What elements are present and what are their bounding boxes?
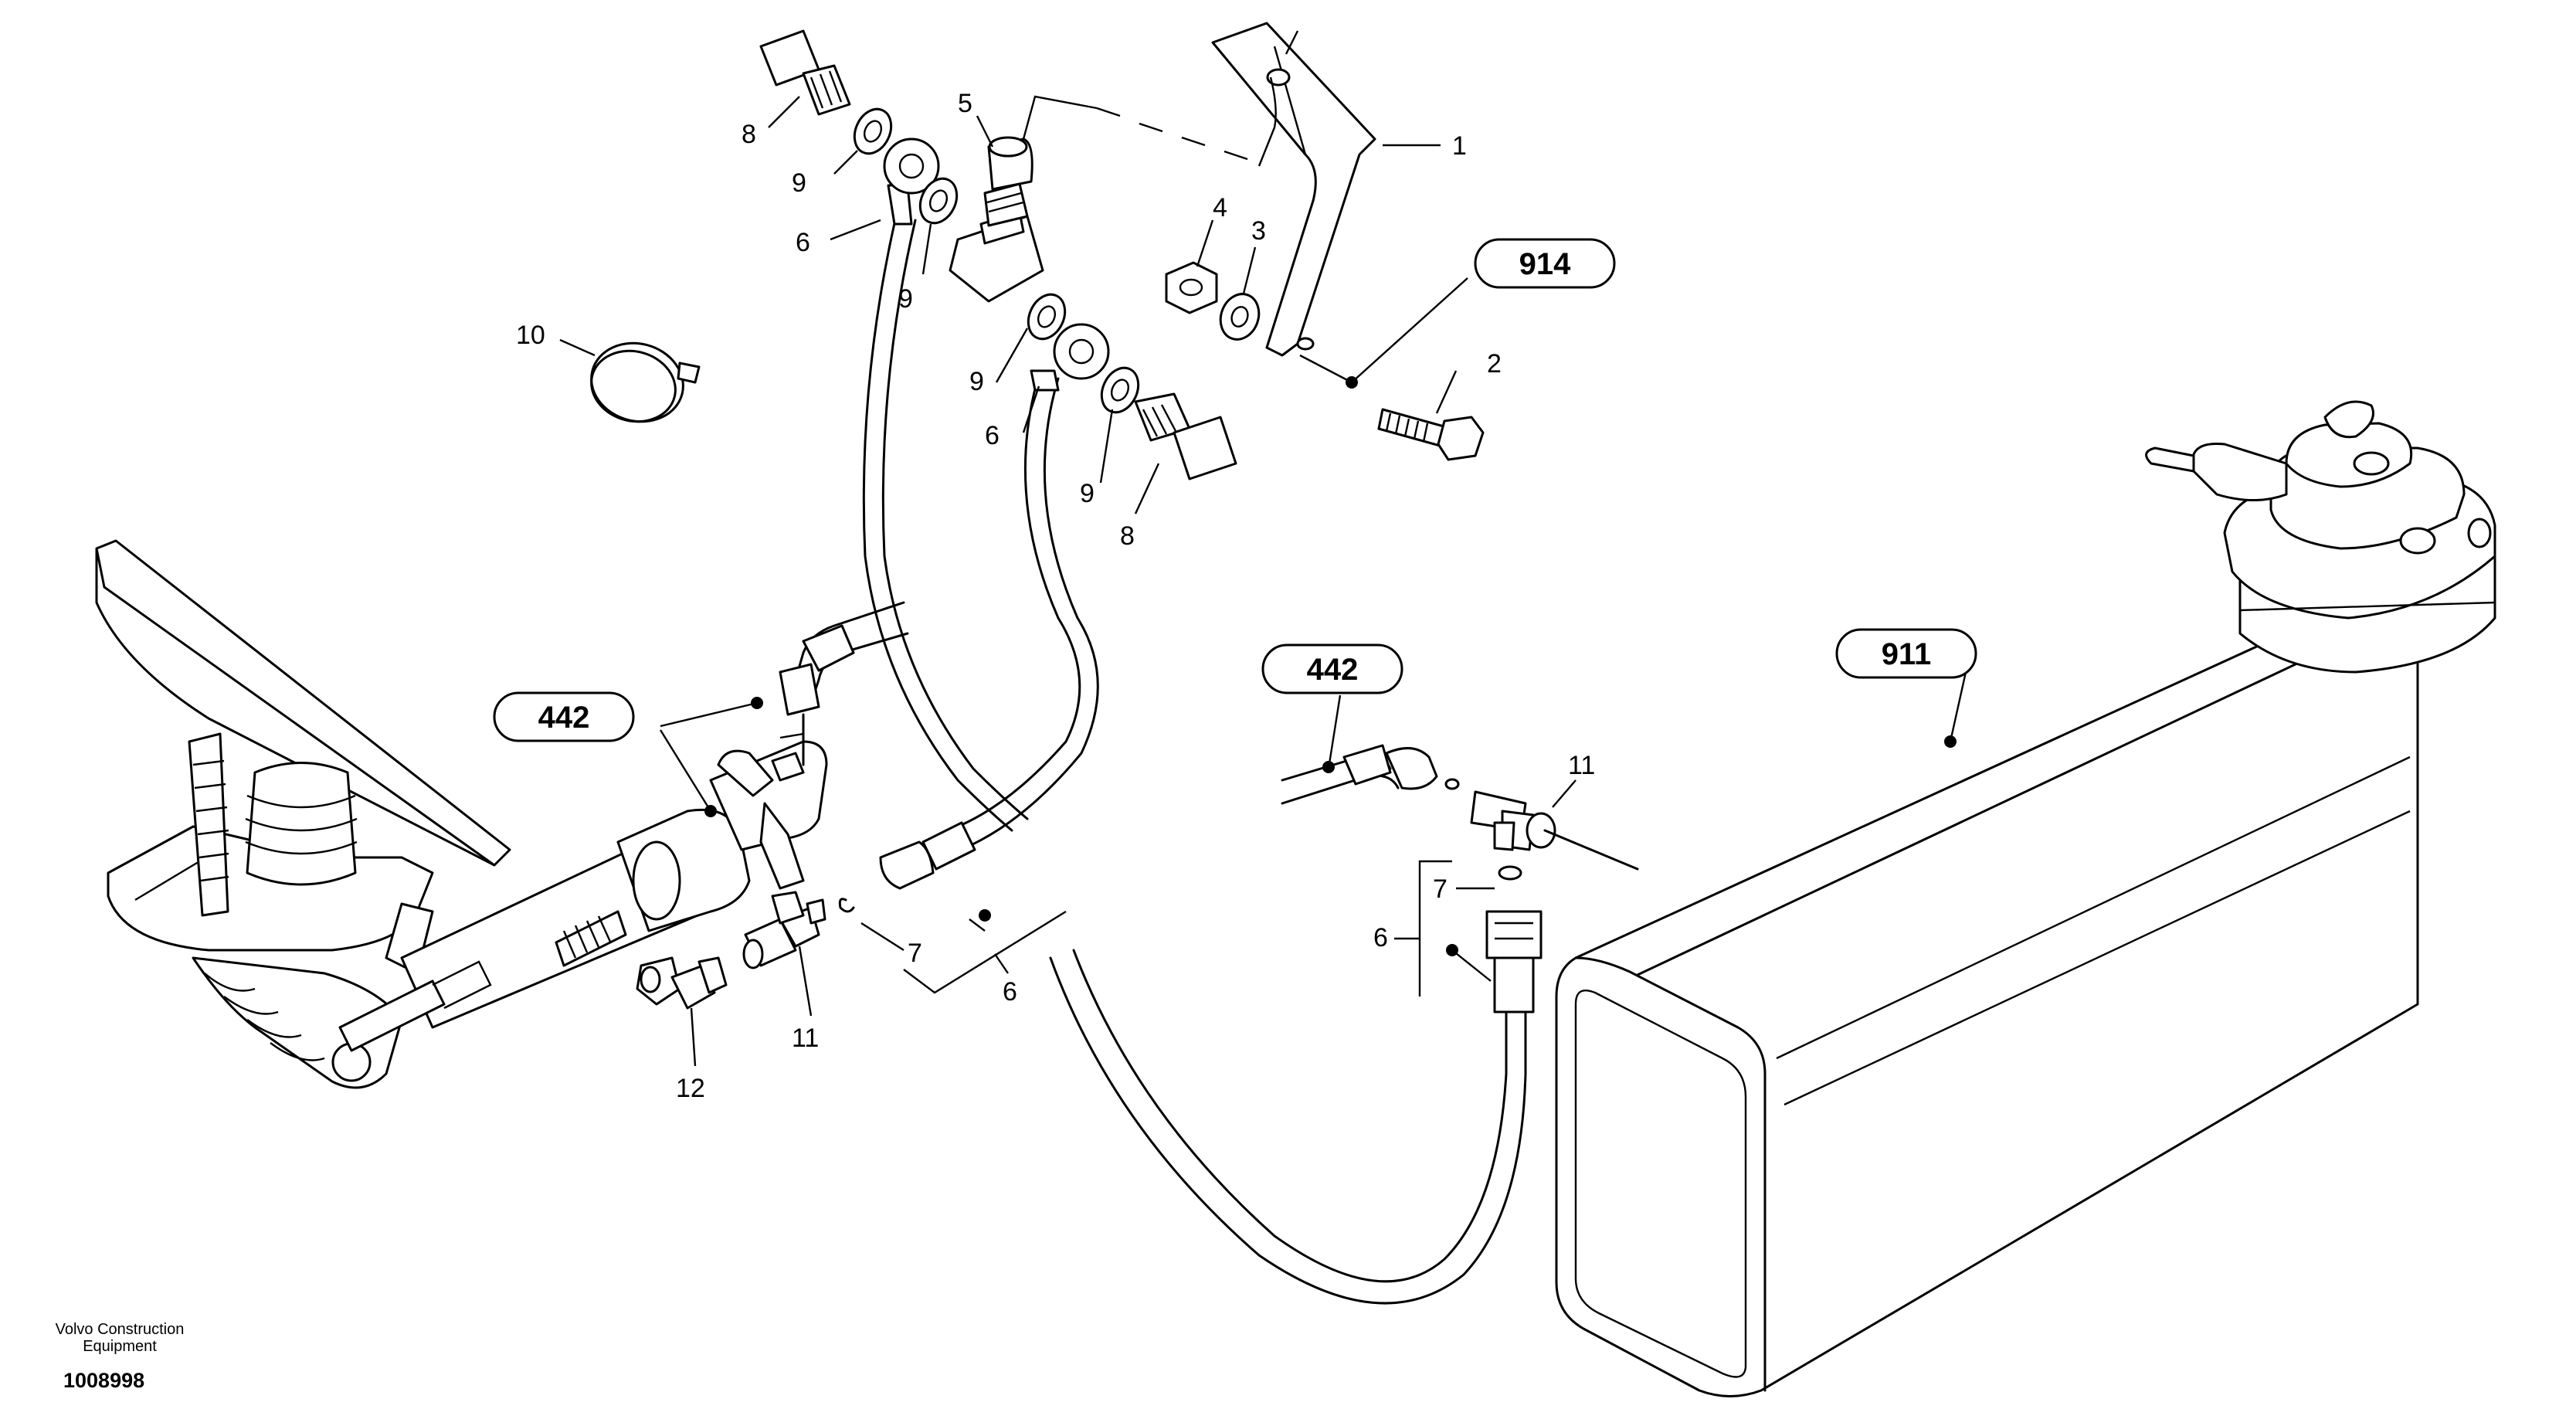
callout-3: 3 bbox=[1251, 216, 1266, 246]
o-ring-7-right bbox=[1498, 865, 1522, 881]
drawing-number: 1008998 bbox=[63, 1369, 145, 1392]
washer-3 bbox=[1219, 293, 1261, 341]
callout-8-top: 8 bbox=[742, 120, 756, 149]
washer-9b bbox=[918, 177, 959, 225]
leader-lines bbox=[559, 30, 1967, 1067]
hose-6-left bbox=[862, 184, 1029, 832]
nut-4 bbox=[1165, 261, 1218, 314]
bolt-2 bbox=[1377, 408, 1485, 461]
ref-442-left: 442 bbox=[493, 691, 635, 742]
callout-4: 4 bbox=[1213, 193, 1227, 222]
washer-9d bbox=[1100, 366, 1140, 414]
callout-6-right: 6 bbox=[1373, 923, 1388, 952]
elbow-12 bbox=[636, 956, 728, 1010]
ref-914-label: 914 bbox=[1519, 247, 1571, 281]
banjo-eye-top bbox=[883, 138, 940, 195]
brake-pedal-assembly bbox=[95, 539, 511, 1089]
callout-9-d: 9 bbox=[1080, 479, 1095, 508]
ref-442-right-label: 442 bbox=[1307, 653, 1359, 687]
callout-9-c: 9 bbox=[969, 367, 984, 396]
company-name: Volvo Construction Equipment bbox=[55, 1321, 185, 1355]
leader-dots bbox=[704, 376, 1957, 956]
callout-6-left: 6 bbox=[796, 228, 810, 257]
filler-cap-assembly bbox=[2145, 400, 2496, 674]
hose-6-center bbox=[879, 369, 1099, 890]
callout-11-right: 11 bbox=[1568, 751, 1595, 780]
callout-12: 12 bbox=[676, 1074, 705, 1103]
ref-914: 914 bbox=[1474, 238, 1616, 289]
valve-5 bbox=[949, 136, 1044, 303]
hose-6-lower bbox=[1049, 910, 1543, 1305]
callout-1: 1 bbox=[1452, 131, 1467, 161]
callout-11-left: 11 bbox=[792, 1024, 819, 1053]
master-cylinder bbox=[338, 740, 828, 1052]
callout-5: 5 bbox=[958, 89, 972, 118]
washer-9a bbox=[853, 107, 893, 155]
callout-9-a: 9 bbox=[792, 168, 806, 198]
callout-9-b: 9 bbox=[898, 284, 913, 314]
bracket-1 bbox=[1211, 22, 1376, 357]
banjo-bolt-8-center bbox=[1134, 392, 1237, 480]
callout-8-center: 8 bbox=[1120, 521, 1135, 551]
ref-442-left-label: 442 bbox=[538, 701, 590, 735]
banjo-eye-center bbox=[1053, 323, 1110, 380]
hose-clip-10 bbox=[590, 341, 701, 423]
callout-2: 2 bbox=[1487, 349, 1502, 379]
banjo-bolt-8-top bbox=[759, 29, 851, 116]
callout-10: 10 bbox=[516, 321, 545, 350]
ref-911-label: 911 bbox=[1882, 637, 1932, 671]
brake-pipe-upper bbox=[779, 601, 909, 766]
callout-6-lower: 6 bbox=[1003, 977, 1017, 1007]
ref-911: 911 bbox=[1835, 628, 1977, 679]
tee-fitting-11-right bbox=[1444, 778, 1639, 871]
fuel-tank bbox=[1555, 583, 2419, 1397]
callout-numbers: 1 2 3 4 5 6 6 6 6 7 7 8 8 9 9 9 9 10 11 … bbox=[516, 89, 1595, 1103]
washer-9c bbox=[1027, 293, 1067, 341]
callout-7-right: 7 bbox=[1433, 874, 1448, 904]
callout-6-center: 6 bbox=[985, 421, 1000, 450]
o-ring-7-left bbox=[838, 898, 855, 913]
callout-7-left: 7 bbox=[908, 939, 922, 968]
brake-pipe-442-right bbox=[1281, 744, 1438, 805]
tee-fitting-11-left bbox=[742, 891, 826, 969]
ref-442-right: 442 bbox=[1261, 643, 1403, 694]
